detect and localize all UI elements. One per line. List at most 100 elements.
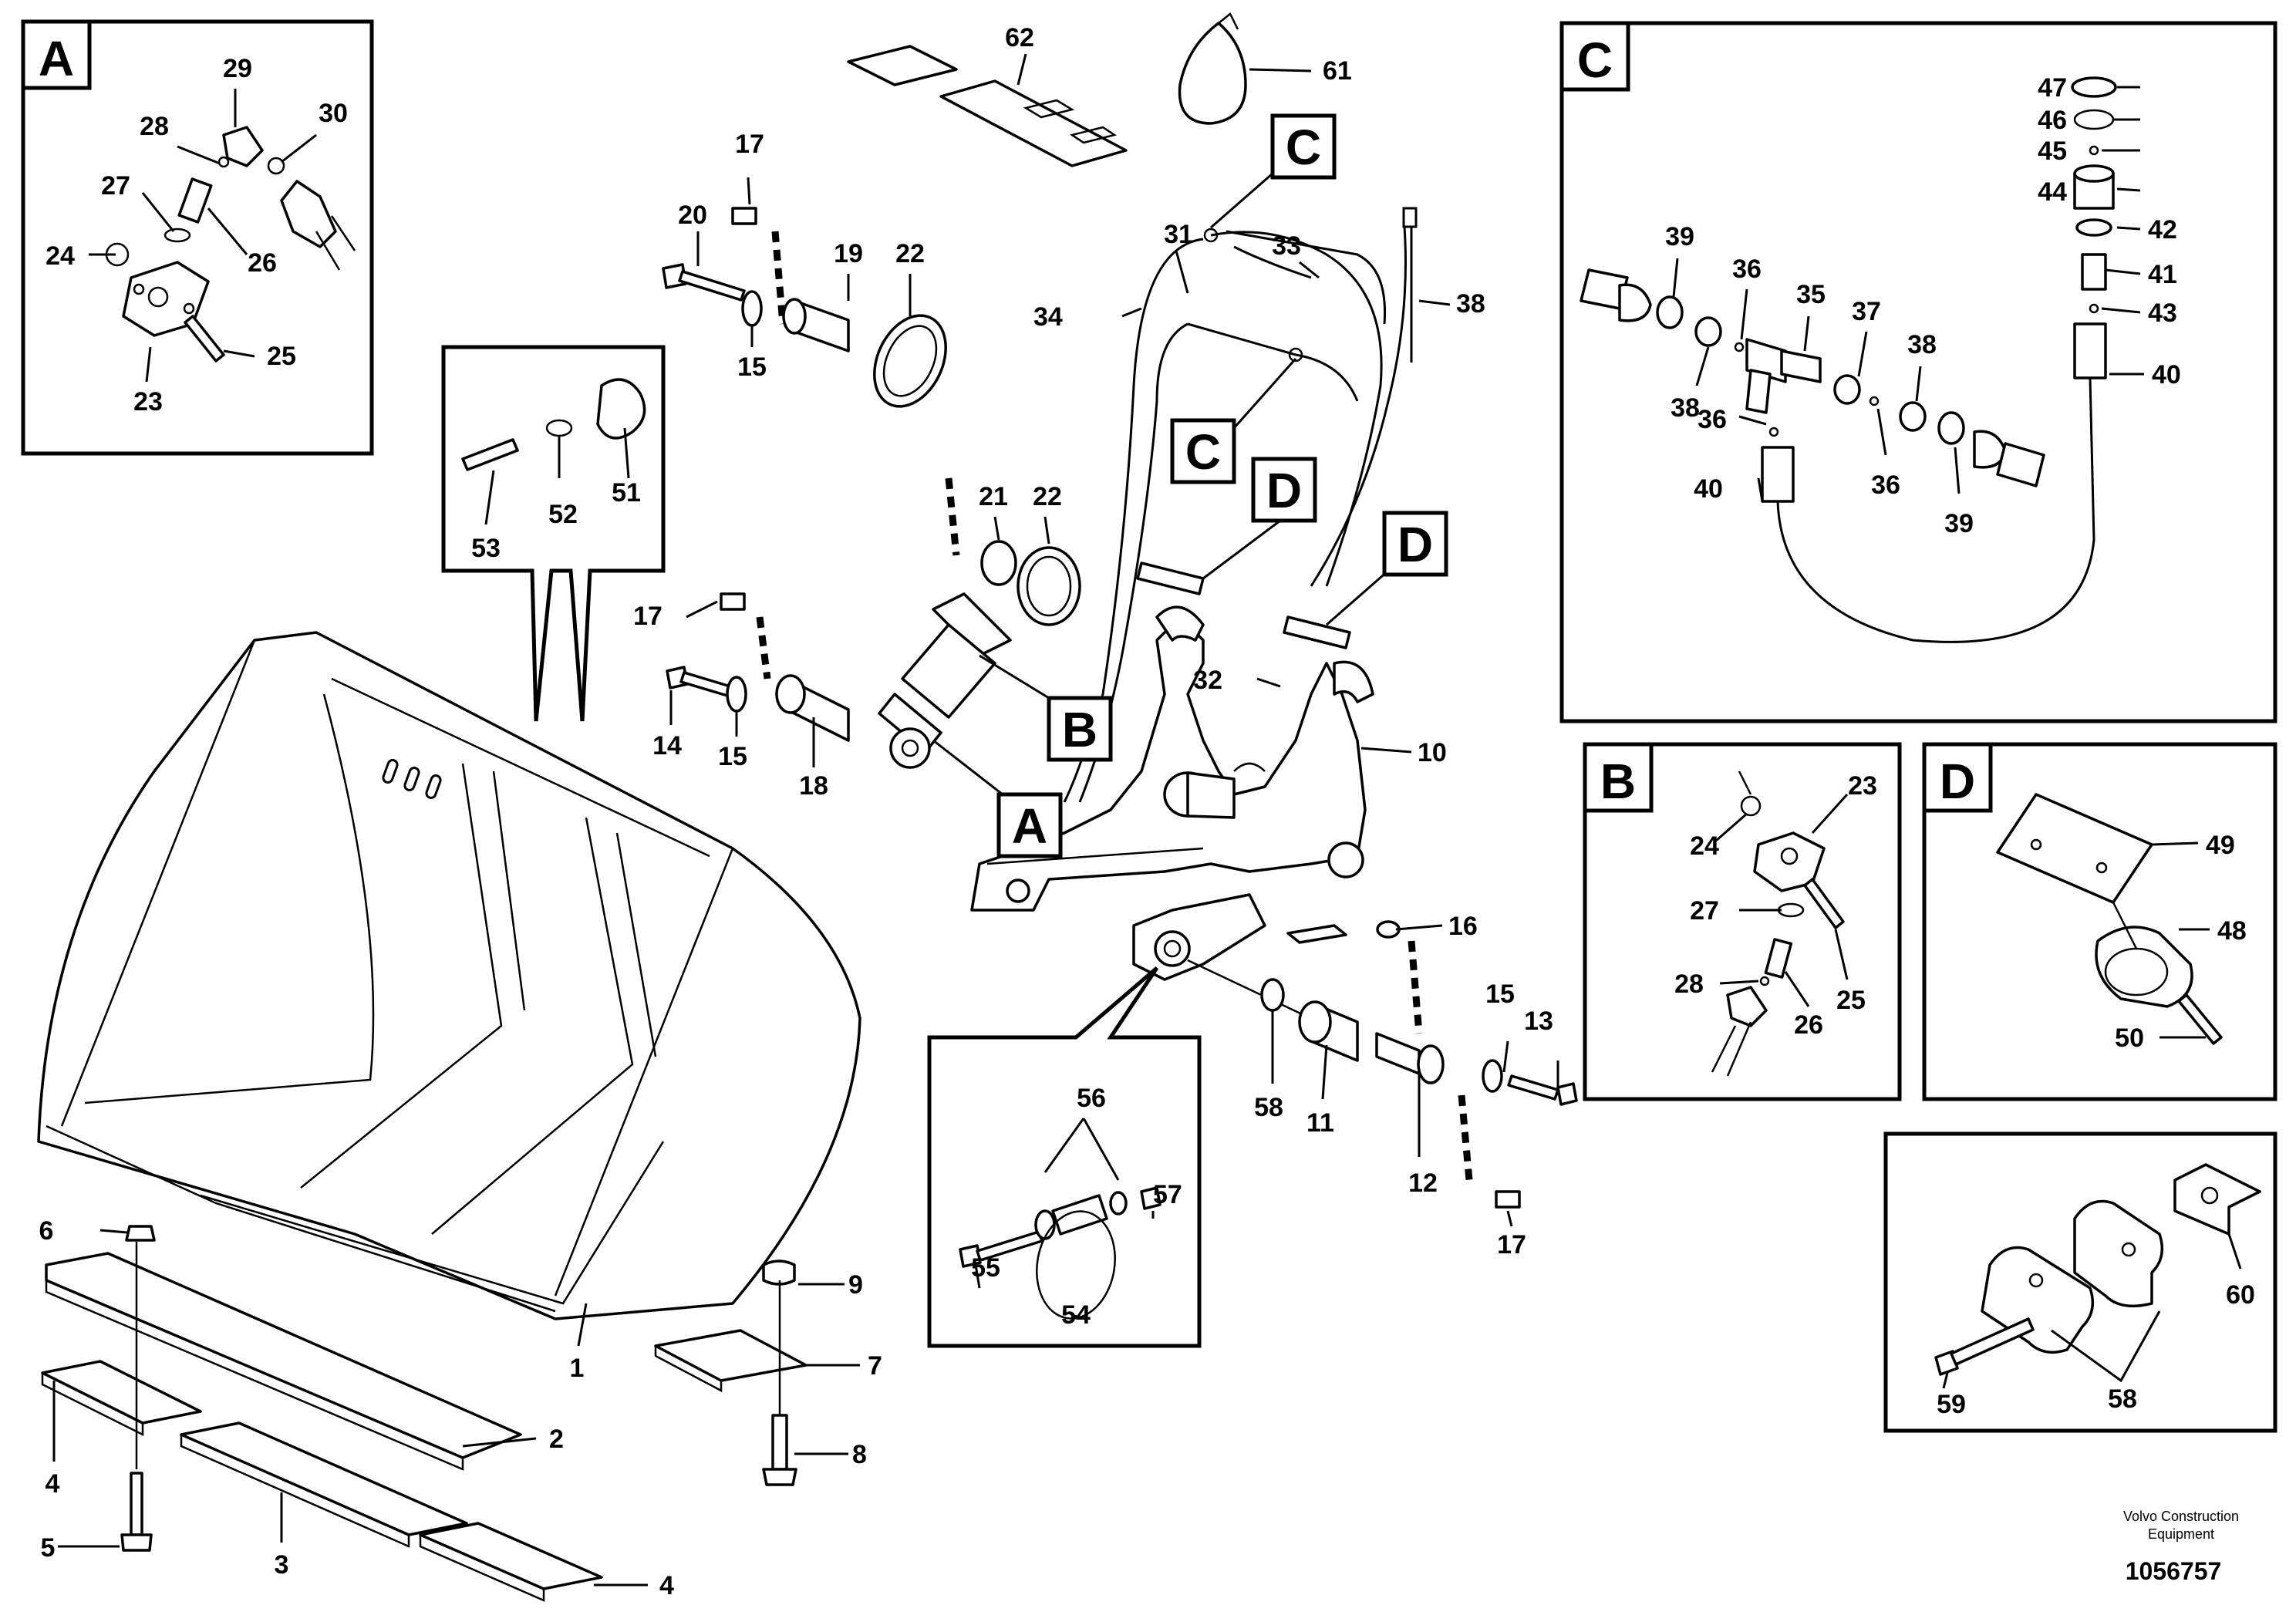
label-33: 33: [1272, 231, 1301, 261]
label-62: 62: [1005, 23, 1034, 52]
clamp-detail: 59 58 60: [1883, 1131, 2277, 1433]
label-58a: 58: [1254, 1093, 1283, 1122]
box-letter-b: B: [1600, 754, 1636, 809]
detail-box-b: B 23 24 27 25 28 26: [1583, 742, 1902, 1101]
callout-d-1: D: [1266, 463, 1302, 518]
label-17b: 17: [633, 602, 663, 631]
label-c38a: 38: [1671, 393, 1700, 423]
label-c40b: 40: [2152, 360, 2181, 389]
label-c36b: 36: [1698, 405, 1727, 434]
label-c43: 43: [2148, 298, 2177, 328]
label-5: 5: [41, 1533, 56, 1563]
label-34: 34: [1033, 302, 1063, 332]
label-58b: 58: [2108, 1384, 2137, 1414]
label-15a: 15: [737, 352, 767, 382]
label-55: 55: [971, 1253, 1000, 1283]
label-3: 3: [275, 1550, 289, 1580]
label-b28: 28: [1674, 969, 1704, 999]
drawing-number: 1056757: [2126, 1557, 2222, 1585]
label-d50: 50: [2115, 1023, 2144, 1053]
label-31: 31: [1164, 220, 1193, 249]
bucket: 1: [37, 631, 861, 1383]
label-b26: 26: [1794, 1010, 1823, 1040]
label-61: 61: [1323, 56, 1352, 86]
label-6: 6: [39, 1216, 54, 1246]
callout-d-2: D: [1397, 517, 1433, 572]
label-b27: 27: [1690, 896, 1719, 926]
callout-c-1: C: [1286, 120, 1321, 175]
callout-a: A: [1012, 798, 1047, 854]
label-c37: 37: [1852, 297, 1881, 326]
credit-line-1: Volvo Construction: [2123, 1509, 2239, 1524]
label-c36a: 36: [1732, 255, 1762, 284]
label-8: 8: [852, 1440, 867, 1469]
label-32: 32: [1193, 666, 1222, 695]
label-60: 60: [2226, 1280, 2255, 1310]
label-c46: 46: [2038, 106, 2067, 135]
label-d48: 48: [2217, 916, 2247, 946]
callout-c-2: C: [1185, 424, 1221, 480]
label-c39b: 39: [1944, 509, 1974, 538]
label-a26: 26: [248, 248, 277, 278]
label-1: 1: [570, 1354, 585, 1383]
quick-coupler-frame: 31 33 34 38 32 10 16 15 13 58 11 12 17: [970, 207, 1578, 1259]
label-c36c: 36: [1871, 470, 1900, 500]
lifting-eye-callout: 53 52 51: [441, 345, 666, 722]
label-4a: 4: [46, 1469, 60, 1499]
label-a28: 28: [140, 112, 169, 141]
label-16: 16: [1448, 912, 1478, 941]
label-38: 38: [1456, 289, 1485, 319]
label-c41: 41: [2148, 260, 2177, 289]
label-a23: 23: [133, 387, 163, 416]
label-21: 21: [979, 482, 1008, 511]
box-letter-a: A: [39, 31, 74, 86]
label-18: 18: [799, 771, 828, 801]
label-a24: 24: [46, 241, 75, 271]
label-15c: 15: [1485, 980, 1515, 1009]
label-53: 53: [471, 534, 501, 563]
pin-detail-callout: 56 57 55 54: [927, 966, 1202, 1348]
label-15b: 15: [718, 742, 747, 771]
label-22a: 22: [895, 239, 925, 268]
label-d49: 49: [2206, 831, 2235, 860]
callout-b: B: [1062, 702, 1097, 757]
label-14: 14: [652, 731, 682, 760]
label-59: 59: [1937, 1390, 1966, 1419]
strap-and-tie: 62 61: [847, 12, 1352, 167]
label-a27: 27: [101, 171, 130, 201]
drawing-credit: Volvo Construction Equipment 1056757: [2123, 1509, 2239, 1585]
label-2: 2: [549, 1425, 564, 1454]
label-57: 57: [1153, 1180, 1182, 1209]
label-7: 7: [868, 1351, 882, 1381]
label-20: 20: [678, 201, 707, 230]
label-a25: 25: [267, 342, 296, 371]
label-17a: 17: [735, 130, 764, 159]
cutting-edges: 6 2 4 5 3 4 9 7 8: [39, 1216, 882, 1602]
label-11: 11: [1306, 1108, 1334, 1138]
label-10: 10: [1418, 738, 1447, 767]
label-22b: 22: [1033, 482, 1062, 511]
label-13: 13: [1524, 1007, 1553, 1036]
box-letter-d: D: [1940, 754, 1975, 809]
label-b24: 24: [1690, 831, 1719, 861]
label-54: 54: [1061, 1300, 1091, 1330]
label-a29: 29: [223, 54, 252, 83]
label-c40a: 40: [1694, 474, 1723, 504]
detail-box-d: D 49 48 50: [1922, 742, 2277, 1101]
label-c47: 47: [2038, 73, 2067, 103]
label-52: 52: [548, 500, 578, 529]
label-c44: 44: [2038, 177, 2067, 207]
label-17c: 17: [1497, 1230, 1526, 1259]
label-c39a: 39: [1665, 222, 1694, 251]
label-19: 19: [834, 239, 863, 268]
label-b25: 25: [1836, 986, 1866, 1015]
credit-line-2: Equipment: [2148, 1526, 2214, 1542]
label-56: 56: [1077, 1084, 1106, 1113]
label-12: 12: [1408, 1168, 1438, 1198]
label-51: 51: [612, 478, 641, 508]
detail-box-a: A 23 24 25 26 27 28 29 30: [21, 19, 374, 456]
label-c38b: 38: [1907, 330, 1937, 359]
label-c35: 35: [1796, 280, 1826, 309]
label-9: 9: [848, 1270, 863, 1300]
